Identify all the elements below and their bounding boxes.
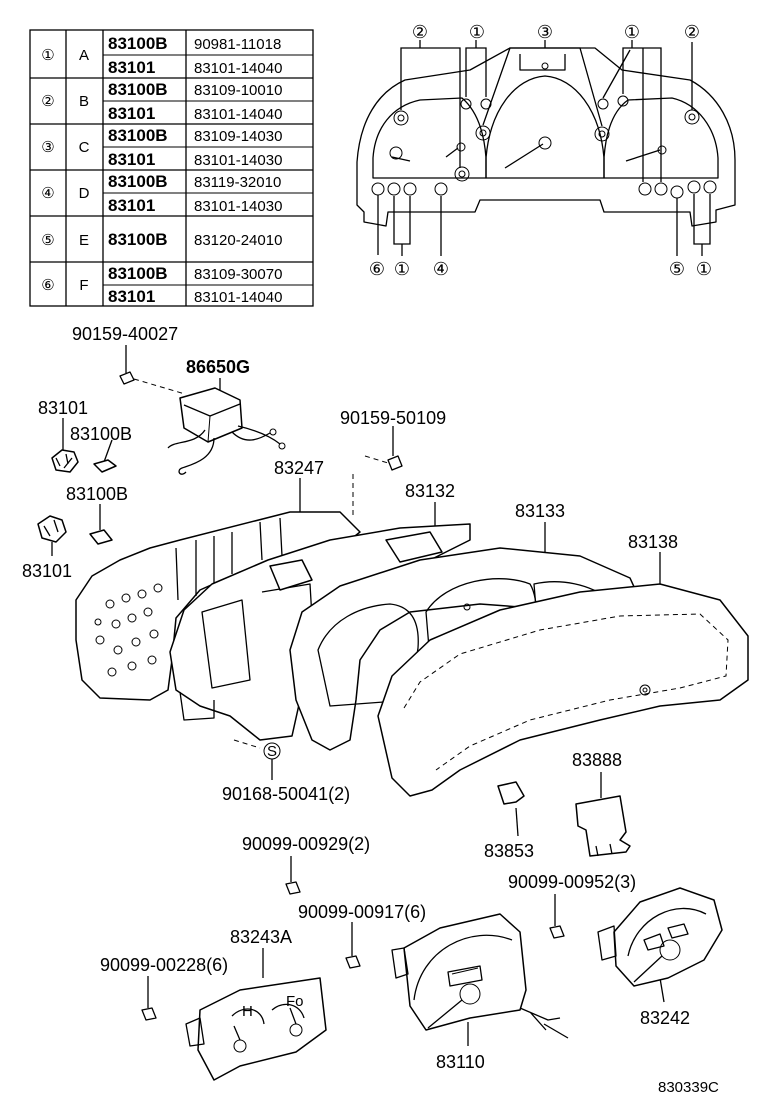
mark-label: ① — [624, 22, 640, 42]
screw-90099-00228 — [141, 976, 157, 1021]
label-90168-50041: 90168-50041(2) — [222, 784, 350, 804]
table-number: 83109-10010 — [194, 82, 282, 99]
label-83101: 83101 — [22, 561, 72, 581]
table-part: 83100B — [108, 80, 168, 99]
part-labels: 90159-40027 86650G 83101 83100B 90159-50… — [22, 324, 719, 1096]
table-letter-5: E — [79, 232, 89, 249]
part-83853 — [497, 781, 525, 837]
part-83888 — [575, 772, 631, 857]
part-83138-glass — [377, 552, 749, 797]
table-part: 83101 — [108, 196, 155, 215]
part-83110-speedometer — [391, 913, 569, 1046]
screw-90099-00917 — [345, 922, 361, 969]
table-part: 83101 — [108, 58, 155, 77]
housing-holes — [94, 583, 163, 677]
table-mark-2: ② — [41, 93, 54, 110]
table-letter-1: A — [79, 47, 89, 64]
part-83242-tachometer — [597, 887, 723, 1003]
bulb-socket-83101-upper — [51, 418, 117, 473]
table-part: 83100B — [108, 172, 168, 191]
table-number: 83101-14030 — [194, 152, 282, 169]
label-90099-00917: 90099-00917(6) — [298, 902, 426, 922]
mark-label: ⑥ — [369, 259, 385, 279]
label-83132: 83132 — [405, 481, 455, 501]
table-part: 83100B — [108, 126, 168, 145]
table-number: 90981-11018 — [194, 36, 281, 53]
label-83110: 83110 — [436, 1052, 485, 1072]
table-number: 83119-32010 — [194, 174, 281, 191]
label-83101: 83101 — [38, 398, 88, 418]
label-90099-00228: 90099-00228(6) — [100, 955, 228, 975]
bulb-socket-83101-lower — [37, 504, 113, 556]
table-mark-1: ① — [41, 47, 54, 64]
screw-90168-50041 — [233, 739, 281, 780]
screw-90099-00929 — [285, 856, 301, 895]
table-mark-5: ⑤ — [41, 232, 54, 249]
table-mark-4: ④ — [41, 185, 54, 202]
label-83138: 83138 — [628, 532, 678, 552]
mark-label: ① — [469, 22, 485, 42]
drawing-code: 830339C — [658, 1079, 719, 1096]
table-number: 83109-30070 — [194, 266, 282, 283]
mark-label: ② — [412, 22, 428, 42]
table-mark-6: ⑥ — [41, 277, 54, 294]
s-mark: S — [267, 743, 277, 760]
table-mark-3: ③ — [41, 139, 54, 156]
gauge-fo-label: Fo — [286, 993, 304, 1010]
table-number: 83101-14040 — [194, 60, 282, 77]
label-83133: 83133 — [515, 501, 565, 521]
table-letter-4: D — [79, 185, 90, 202]
gauge-h-label: H — [242, 1003, 253, 1020]
part-86650G — [119, 345, 286, 475]
screw-90159-50109 — [364, 426, 403, 471]
label-83888: 83888 — [572, 750, 622, 770]
label-83100B: 83100B — [70, 424, 132, 444]
mark-label: ② — [684, 22, 700, 42]
table-part: 83101 — [108, 150, 155, 169]
table-part: 83100B — [108, 230, 168, 249]
table-number: 83101-14040 — [194, 289, 282, 306]
table-letter-2: B — [79, 93, 89, 110]
mark-label: ③ — [537, 22, 553, 42]
cluster-bulb-location-view: ② ① ③ ① ② ⑥ ① ④ ⑤ ① — [356, 22, 736, 279]
mark-label: ① — [394, 259, 410, 279]
label-90159-40027: 90159-40027 — [72, 324, 178, 344]
label-86650G: 86650G — [186, 357, 250, 377]
bulb-socket — [371, 95, 717, 199]
table-number: 83101-14030 — [194, 198, 282, 215]
table-part: 83101 — [108, 104, 155, 123]
table-letter-6: F — [79, 277, 88, 294]
bulb-table: ① A 83100B 90981-11018 83101 83101-14040… — [29, 29, 314, 307]
label-90159-50109: 90159-50109 — [340, 408, 446, 428]
mark-label: ⑤ — [669, 259, 685, 279]
table-number: 83120-24010 — [194, 232, 282, 249]
table-part: 83100B — [108, 34, 168, 53]
label-83243A: 83243A — [230, 927, 292, 947]
label-83100B: 83100B — [66, 484, 128, 504]
part-83243A-gauge: H Fo — [185, 948, 327, 1081]
screw-90099-00952 — [549, 894, 565, 939]
label-83853: 83853 — [484, 841, 534, 861]
table-number: 83101-14040 — [194, 106, 282, 123]
table-part: 83100B — [108, 264, 168, 283]
label-83247: 83247 — [274, 458, 324, 478]
mark-label: ④ — [433, 259, 449, 279]
table-letter-3: C — [79, 139, 90, 156]
mark-label: ① — [696, 259, 712, 279]
table-part: 83101 — [108, 287, 155, 306]
label-83242: 83242 — [640, 1008, 690, 1028]
table-number: 83109-14030 — [194, 128, 282, 145]
label-90099-00929: 90099-00929(2) — [242, 834, 370, 854]
label-90099-00952: 90099-00952(3) — [508, 872, 636, 892]
